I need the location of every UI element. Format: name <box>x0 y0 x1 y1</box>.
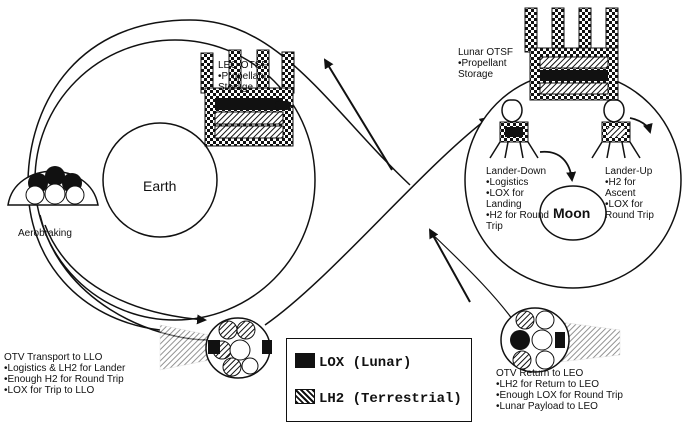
lander-down-title: Lander-Down <box>486 166 547 177</box>
legend: LOX (Lunar) LH2 (Terrestrial) <box>286 338 472 422</box>
lander-up-icon <box>591 99 641 159</box>
legend-lh2: LH2 (Terrestrial) <box>295 389 462 407</box>
lander-down-icon <box>489 99 539 159</box>
otv-return-title: OTV Return to LEO <box>496 368 584 379</box>
lander-up-title: Lander-Up <box>605 166 653 177</box>
lander-down-label: Lander-Down Logistics LOX for Landing H2… <box>486 166 552 232</box>
otv-return-vehicle <box>500 307 621 373</box>
otv-transport-vehicle <box>159 317 272 379</box>
lander-up-item: LOX for Round Trip <box>605 199 663 221</box>
aerobraking-path <box>44 224 207 325</box>
trajectory-to-moon <box>264 116 490 326</box>
lander-down-item: Logistics <box>486 177 552 188</box>
lander-down-item: LOX for Landing <box>486 188 552 210</box>
leo-otsf-station <box>200 49 295 147</box>
lander-up-arrow <box>629 117 653 134</box>
outer-trajectory <box>27 19 411 331</box>
lunar-otsf-label: Lunar OTSF Propellant Storage <box>458 47 516 80</box>
lox-swatch <box>295 353 315 368</box>
otv-return-item: LH2 for Return to LEO <box>496 379 623 390</box>
lh2-swatch <box>295 389 315 404</box>
leo-otsf-item: Propellant Storage <box>218 71 282 93</box>
legend-lox-text: LOX (Lunar) <box>319 355 412 371</box>
otv-return-label: OTV Return to LEO LH2 for Return to LEO … <box>496 368 623 412</box>
lander-down-item: H2 for Round Trip <box>486 210 552 232</box>
otv-transport-label: OTV Transport to LLO Logistics & LH2 for… <box>4 352 125 396</box>
otv-transport-item: Enough H2 for Round Trip <box>4 374 125 385</box>
legend-lh2-text: LH2 (Terrestrial) <box>319 391 462 407</box>
aerobraking-vehicle <box>7 166 99 206</box>
lunar-otsf-item: Propellant Storage <box>458 58 516 80</box>
return-path <box>429 228 471 303</box>
lunar-otsf-station <box>524 7 619 101</box>
leo-otsf-label: LEO OTSF Propellant Storage <box>218 60 282 93</box>
otv-transport-item: Logistics & LH2 for Lander <box>4 363 126 374</box>
lander-up-item: H2 for Ascent <box>605 177 663 199</box>
leo-otsf-title: LEO OTSF <box>218 60 268 71</box>
moon-label: Moon <box>553 205 591 221</box>
otv-return-item: Enough LOX for Round Trip <box>496 390 623 401</box>
otv-transport-item: LOX for Trip to LLO <box>4 385 125 396</box>
lander-up-label: Lander-Up H2 for Ascent LOX for Round Tr… <box>605 166 663 221</box>
lunar-otsf-title: Lunar OTSF <box>458 47 514 58</box>
earth-label: Earth <box>143 178 177 194</box>
otv-transport-title: OTV Transport to LLO <box>4 352 103 363</box>
arrow-to-leo <box>323 58 393 171</box>
legend-lox: LOX (Lunar) <box>295 353 411 371</box>
otv-return-item: Lunar Payload to LEO <box>496 401 623 412</box>
lander-down-arrow <box>539 150 577 182</box>
earth-circle <box>102 122 218 238</box>
aerobraking-label: Aerobraking <box>18 228 72 239</box>
